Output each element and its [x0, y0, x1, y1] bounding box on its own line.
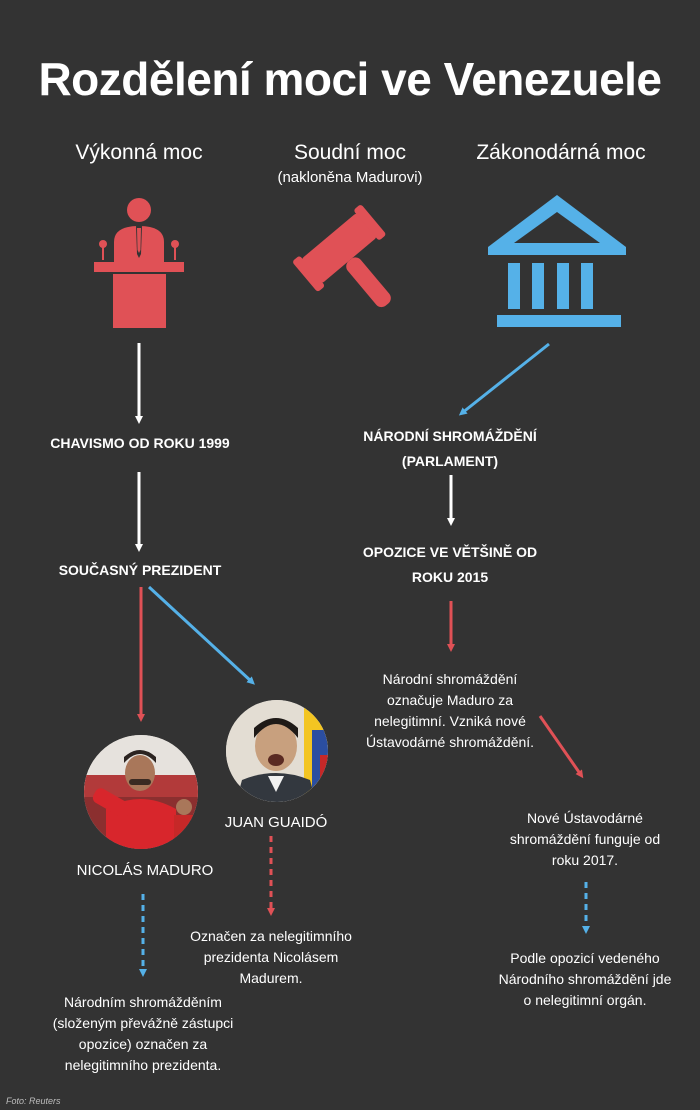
gavel-icon — [293, 205, 391, 308]
guaido-photo — [226, 700, 328, 802]
legislative-branch-label: Zákonodárná moc — [476, 141, 646, 164]
arrow-declares-to-constituent — [538, 715, 584, 779]
opposition-majority-node: OPOZICE VE VĚTŠINĚ OD ROKU 2015 — [362, 544, 538, 585]
constituent-assembly-note: Nové Ústavodárné shromáždění funguje od … — [509, 810, 661, 868]
guaido-note: Označen za nelegitimního prezidenta Nico… — [190, 928, 352, 986]
arrow-legislative-to-assembly — [458, 342, 550, 416]
judicial-branch-sublabel: (nakloněna Madurovi) — [277, 169, 423, 186]
current-president-node: SOUČASNÝ PREZIDENT — [58, 562, 222, 578]
executive-branch-label: Výkonná moc — [75, 141, 203, 164]
guaido-name: JUAN GUAIDÓ — [224, 814, 328, 831]
podium-speaker-icon — [94, 198, 184, 328]
illegitimate-body-note: Podle opozicí vedeného Národního shromáž… — [498, 950, 672, 1008]
assembly-declares-note: Národní shromáždění označuje Maduro za n… — [365, 671, 535, 750]
maduro-photo — [84, 735, 198, 849]
maduro-note: Národním shromážděním (složeným převážně… — [52, 994, 234, 1073]
maduro-name: NICOLÁS MADURO — [76, 862, 214, 879]
chavismo-node: CHAVISMO OD ROKU 1999 — [50, 435, 230, 451]
national-assembly-node: NÁRODNÍ SHROMÁŽDĚNÍ (PARLAMENT) — [363, 428, 537, 469]
page-title: Rozdělení moci ve Venezuele — [38, 53, 662, 105]
photo-credit: Foto: Reuters — [6, 1096, 61, 1106]
arrow-president-to-guaido — [147, 585, 255, 685]
government-building-icon — [488, 195, 626, 327]
judicial-branch-label: Soudní moc — [293, 141, 407, 164]
